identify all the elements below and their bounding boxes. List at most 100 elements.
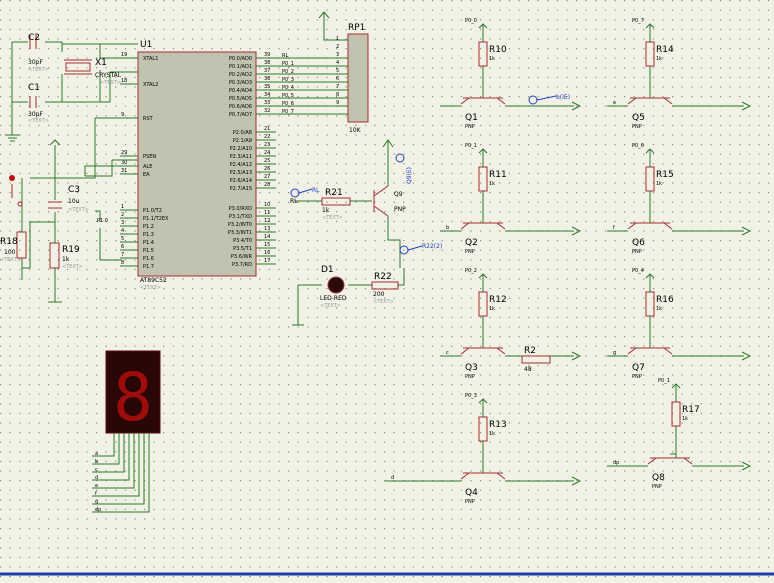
r19-ref: R19 [62, 245, 80, 255]
driver-section: R21 1k <TEXT> RL Q9 PNP D1 LED-RED <TEXT… [290, 139, 406, 326]
driver-q-type: PNP [465, 374, 475, 380]
driver-net: P0_1 [465, 143, 477, 149]
driver-seg-net: d [391, 475, 394, 481]
p0-net-label: P0_6 [282, 101, 294, 107]
driver-r-ref: R10 [489, 45, 507, 55]
driver-q-type: PNP [632, 374, 642, 380]
mcu-pin-name: P1.2 [143, 224, 154, 230]
mcu-pin-name: P0.4/AD4 [229, 88, 252, 94]
mcu-pin-num: 18 [121, 78, 127, 84]
mcu-pin-name: P0.7/AD7 [229, 112, 252, 118]
probe-qb: b(IE) [556, 94, 570, 101]
driver-seg-net: e [613, 100, 616, 106]
c1-ref: C1 [28, 83, 40, 93]
seg-pin-label: b [95, 459, 98, 465]
mcu-pin-name: P1.6 [143, 256, 154, 262]
mcu-pin-num: 37 [264, 68, 270, 74]
r2-value: 48 [524, 366, 532, 373]
driver-q-ref: Q1 [465, 113, 478, 123]
mcu-pin-num: 27 [264, 174, 270, 180]
r22-value: 200 [373, 291, 385, 298]
mcu-pin-num: 33 [264, 100, 270, 106]
seg-pin-label: f [95, 491, 97, 497]
mcu-pin-num: 31 [121, 168, 127, 174]
driver-r-ref: R16 [656, 295, 674, 305]
rp1-body [347, 33, 369, 123]
mcu-pin-name: P1.4 [143, 240, 154, 246]
driver-seg-net: f [613, 225, 615, 231]
driver-r-ref: R17 [682, 405, 700, 415]
mcu-pin-name: EA [143, 172, 150, 178]
p0-net-label: P0_5 [282, 93, 294, 99]
driver-r-value: 1k [489, 56, 495, 62]
mcu-pin-num: 19 [121, 52, 127, 58]
mcu-pin-name: P3.5/T1 [233, 246, 252, 252]
mcu-pin-name: P2.7/A15 [230, 186, 252, 192]
reset-button[interactable] [9, 175, 15, 181]
c3-ref: C3 [68, 185, 80, 195]
mcu-pin-num: 34 [264, 92, 270, 98]
driver-q-ref: Q8 [652, 473, 665, 483]
seg-pin-label: a [95, 451, 98, 457]
driver-q-type: PNP [632, 249, 642, 255]
r18-text: <TEXT> [0, 257, 21, 263]
mcu-pin-num: 10 [264, 202, 270, 208]
driver-r-value: 1k [489, 431, 495, 437]
mcu-pin-name: P3.7/RD [232, 262, 252, 268]
mcu-pin-num: 35 [264, 84, 270, 90]
mcu-u1[interactable]: U1 AT89C52 <TEXT> 19XTAL118XTAL29RST29PS… [97, 40, 276, 291]
rp1-ref: RP1 [348, 23, 365, 33]
mcu-pin-num: 16 [264, 250, 270, 256]
mcu-pin-name: P2.5/A13 [230, 170, 252, 176]
driver-q-type: PNP [465, 499, 475, 505]
rp1-pin-num: 8 [336, 92, 339, 98]
p0-net-label: RL [282, 53, 288, 59]
mcu-pin-num: 23 [264, 142, 270, 148]
driver-r-ref: R14 [656, 45, 674, 55]
rp1-pin-num: 9 [336, 100, 339, 106]
rp1-pin-num: 2 [336, 44, 339, 50]
mcu-pin-name: P0.2/AD2 [229, 72, 252, 78]
r19-value: 1k [62, 256, 70, 263]
r21-text: <TEXT> [322, 215, 343, 221]
q9-ref: Q9 [394, 191, 403, 198]
r22-text: <TEXT> [373, 299, 394, 305]
p0-net-label: P0_2 [282, 69, 294, 75]
c3-text: <TEXT> [68, 207, 89, 213]
r2-resistor: R2 48 [521, 346, 551, 373]
driver-q-ref: Q6 [632, 238, 645, 248]
rp1-pin-num: 3 [336, 52, 339, 58]
seg-pin-label: g [95, 499, 98, 505]
mcu-pin-num: 9 [121, 112, 124, 118]
mcu-pin-name: P3.1/TXD [229, 214, 252, 220]
segment-drivers: P0_0R101kQ1PNPP0_1R111kbQ2PNPP0_2R121kcQ… [385, 18, 752, 505]
mcu-body [137, 51, 257, 277]
mcu-pin-num: 7 [121, 252, 124, 258]
p0-net-label: P0_4 [282, 85, 294, 91]
mcu-left-pins: 19XTAL118XTAL29RST29PSEN30ALE31EA1P1.0/T… [97, 52, 169, 270]
driver-r-value: 1k [656, 56, 662, 62]
mcu-pin-num: 39 [264, 52, 270, 58]
r22-ref: R22 [374, 272, 392, 282]
driver-q-ref: Q7 [632, 363, 645, 373]
r2-ref: R2 [524, 346, 536, 356]
mcu-pin-num: 32 [264, 108, 270, 114]
d1-ref: D1 [321, 265, 334, 275]
mcu-pin-name: P2.6/A14 [230, 178, 252, 184]
driver-r-ref: R15 [656, 170, 674, 180]
rp1-resistor-pack[interactable]: RP1 10K RLP0_1P0_2P0_3P0_4P0_5P0_6P0_712… [276, 11, 369, 134]
driver-q-ref: Q3 [465, 363, 478, 373]
driver-net: P0_3 [465, 393, 477, 399]
mcu-pin-num: 17 [264, 258, 270, 264]
driver-q-type: PNP [652, 484, 662, 490]
p0-net-label: P0_3 [282, 77, 294, 83]
r18-ref: R18 [0, 237, 18, 247]
mcu-pin-num: 36 [264, 76, 270, 82]
